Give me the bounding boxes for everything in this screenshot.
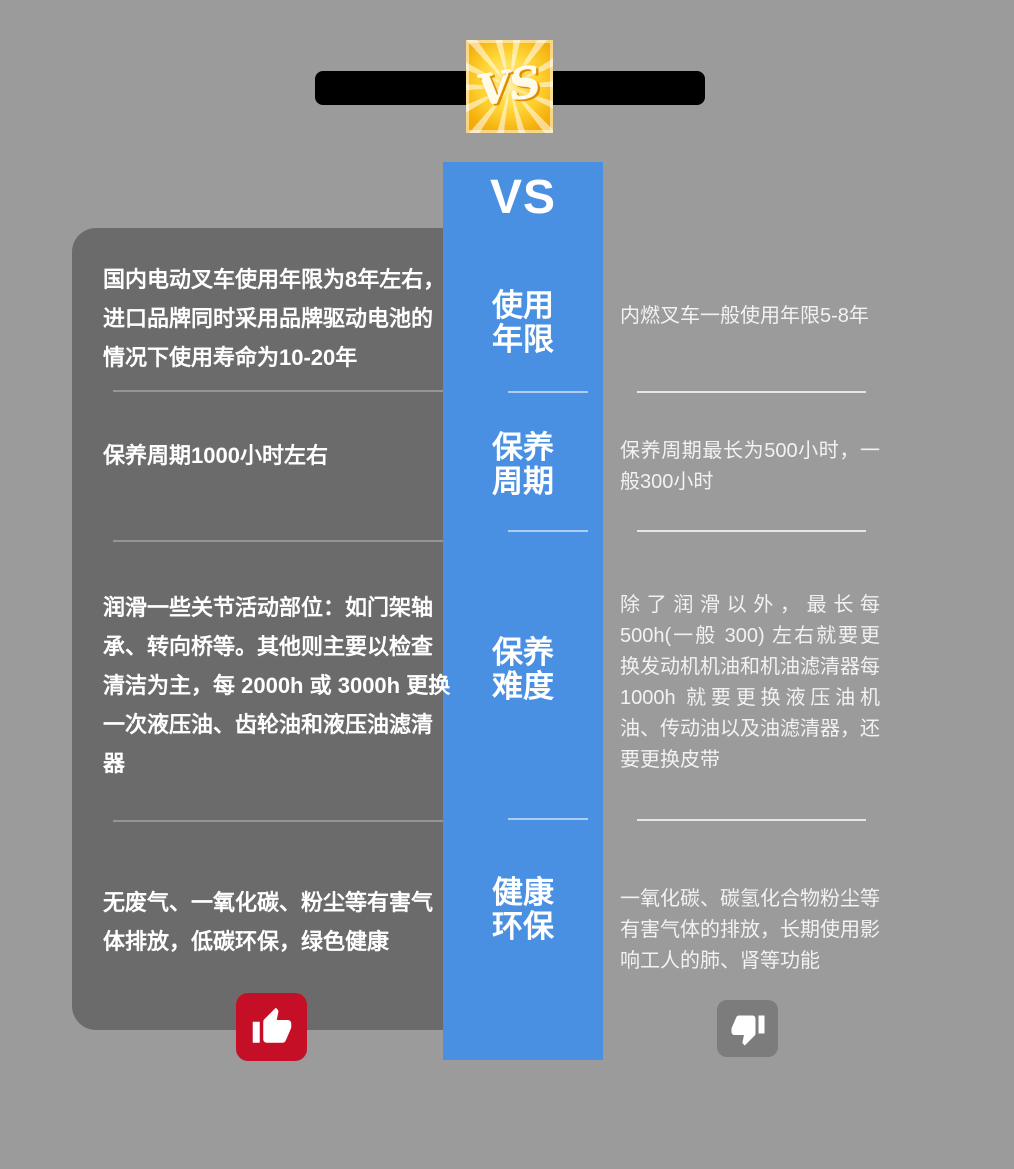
diesel-maintenance-cycle-text: 保养周期最长为500小时，一般300小时	[620, 440, 880, 493]
electric-forklift-panel	[72, 228, 493, 1030]
electric-maintenance-cycle-text: 保养周期1000小时左右	[103, 443, 328, 468]
category-line: 保养	[492, 635, 554, 670]
category-line: 年限	[492, 322, 554, 357]
thumbs-down-icon	[731, 1015, 764, 1045]
center-divider	[508, 391, 588, 393]
center-divider	[508, 530, 588, 532]
right-divider	[637, 391, 866, 393]
center-divider	[508, 818, 588, 820]
left-divider	[113, 540, 443, 542]
category-line: 保养	[492, 430, 554, 465]
category-label-maintenance-cycle: 保养 周期	[443, 431, 603, 499]
category-line: 难度	[492, 669, 554, 704]
diesel-usage-years-text: 内燃叉车一般使用年限5-8年	[620, 305, 869, 327]
electric-health-environment-text: 无废气、一氧化碳、粉尘等有害气体排放，低碳环保，绿色健康	[103, 890, 434, 954]
category-line: 健康	[492, 875, 554, 910]
category-label-maintenance-difficulty: 保养 难度	[443, 636, 603, 704]
right-divider	[637, 530, 866, 532]
category-column: VS	[443, 162, 603, 1060]
thumbs-up-badge	[236, 993, 307, 1061]
electric-usage-years-text: 国内电动叉车使用年限为8年左右，进口品牌同时采用品牌驱动电池的情况下使用寿命为1…	[103, 267, 446, 370]
category-line: 环保	[492, 909, 554, 944]
column-vs-header: VS	[489, 171, 557, 224]
electric-maintenance-difficulty-text: 润滑一些关节活动部位：如门架轴承、转向桥等。其他则主要以检查清洁为主，每 200…	[103, 595, 451, 776]
category-line: 周期	[492, 464, 554, 499]
vs-badge: VS	[466, 40, 553, 133]
category-line: 使用	[492, 288, 554, 323]
diesel-health-environment-text: 一氧化碳、碳氢化合物粉尘等有害气体的排放，长期使用影响工人的肺、肾等功能	[620, 888, 880, 972]
right-divider	[637, 819, 866, 821]
diesel-maintenance-difficulty-text: 除了润滑以外，最长每 500h(一般 300) 左右就要更换发动机机油和机油滤清…	[620, 594, 880, 771]
category-label-health-environment: 健康 环保	[443, 876, 603, 944]
left-divider	[113, 820, 443, 822]
category-label-usage-years: 使用 年限	[443, 289, 603, 357]
thumbs-down-badge	[717, 1000, 778, 1057]
thumbs-up-icon	[252, 1007, 291, 1043]
left-divider	[113, 390, 443, 392]
starburst-icon	[466, 40, 553, 133]
